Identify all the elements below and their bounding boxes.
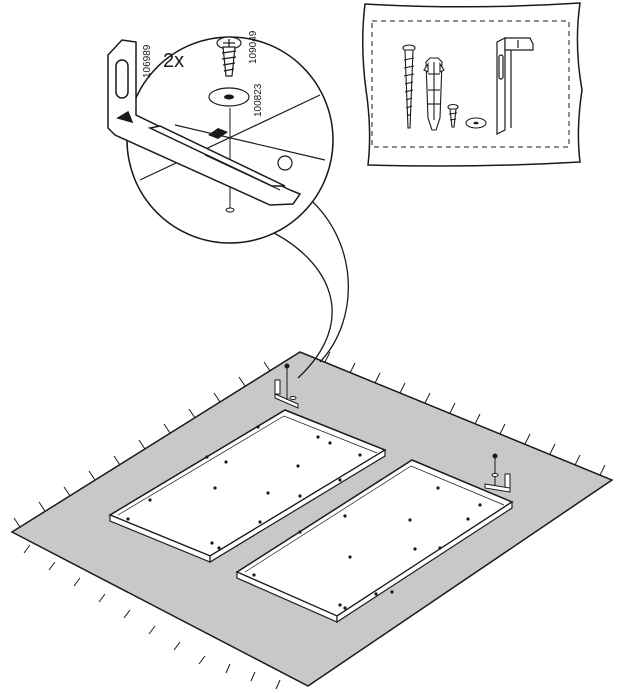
screw-icon — [216, 36, 242, 77]
wall-plug-icon — [423, 57, 445, 131]
wall-bracket-small-right — [484, 453, 511, 493]
short-screw-icon — [447, 103, 459, 128]
shelf-panel-right — [235, 459, 514, 624]
part-number-screw: 109049 — [248, 30, 259, 64]
shelf-panel-left — [108, 409, 387, 564]
bracket-bag-icon — [496, 37, 534, 135]
washer-small-icon — [465, 117, 487, 129]
part-number-bracket: 106989 — [142, 44, 153, 78]
part-number-washer: 100823 — [253, 83, 264, 117]
floor-cloth — [10, 351, 614, 690]
wall-bracket-icon — [107, 39, 302, 206]
quantity-label: 2x — [163, 50, 184, 72]
wall-bracket-small-left — [274, 363, 299, 409]
detail-leader-line — [267, 229, 333, 379]
panel-holes — [126, 425, 362, 550]
long-screw-icon — [402, 44, 416, 129]
hardware-bag — [362, 2, 583, 167]
cloth-fringe — [13, 351, 606, 690]
panel-holes — [252, 486, 482, 610]
washer-icon — [208, 87, 250, 107]
